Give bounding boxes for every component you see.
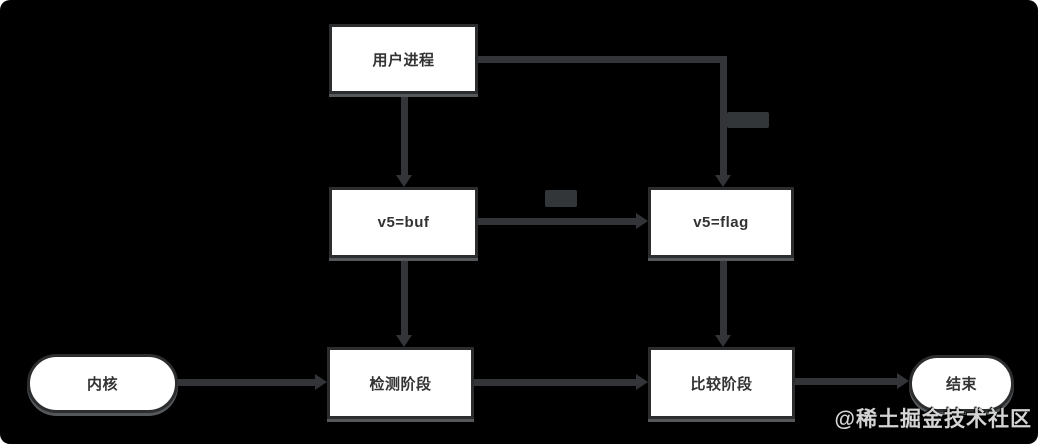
arrowhead-down-v5buf-top-icon [396, 175, 412, 187]
edge-label-bg-v5buf-v5flag [545, 190, 577, 207]
edge-v5buf-detectstage [401, 258, 408, 337]
edge-v5flag-comparestage [720, 258, 727, 337]
node-user-process: 用户进程 [329, 24, 478, 94]
arrowhead-down-comparestage-top-icon [715, 335, 731, 347]
arrowhead-right-end-left-icon [897, 373, 909, 389]
node-v5-buf: v5=buf [329, 187, 478, 258]
arrowhead-right-detectstage-left-icon [315, 374, 327, 390]
edge-comparestage-end [795, 378, 897, 385]
node-kernel-label: 内核 [86, 376, 118, 393]
watermark: @稀土掘金技术社区 [834, 408, 1032, 431]
edge-userprocess-v5buf [401, 93, 408, 177]
edge-userprocess-v5flag-horizontal [477, 56, 727, 63]
edge-userprocess-v5flag-vertical [720, 56, 727, 177]
node-v5-flag: v5=flag [648, 187, 794, 258]
edge-v5buf-v5flag [478, 218, 638, 225]
edge-label-bg-userprocess-v5flag [727, 112, 769, 128]
arrowhead-down-v5flag-top-icon [715, 175, 731, 187]
node-end-label: 结束 [945, 376, 977, 393]
edge-kernel-detectstage [177, 379, 315, 386]
node-compare-stage: 比较阶段 [648, 347, 795, 419]
edge-detectstage-comparestage [474, 379, 636, 386]
node-v5-flag-label: v5=flag [693, 214, 749, 231]
node-end: 结束 [909, 355, 1014, 412]
arrowhead-right-comparestage-left-icon [636, 374, 648, 390]
arrowhead-right-v5flag-left-icon [636, 213, 648, 229]
node-kernel: 内核 [27, 354, 178, 413]
node-user-process-label: 用户进程 [372, 51, 435, 69]
node-detect-stage: 检测阶段 [327, 347, 474, 419]
node-detect-stage-label: 检测阶段 [369, 375, 432, 393]
arrowhead-down-detectstage-top-icon [396, 335, 412, 347]
node-compare-stage-label: 比较阶段 [690, 375, 753, 393]
node-v5-buf-label: v5=buf [377, 214, 430, 231]
